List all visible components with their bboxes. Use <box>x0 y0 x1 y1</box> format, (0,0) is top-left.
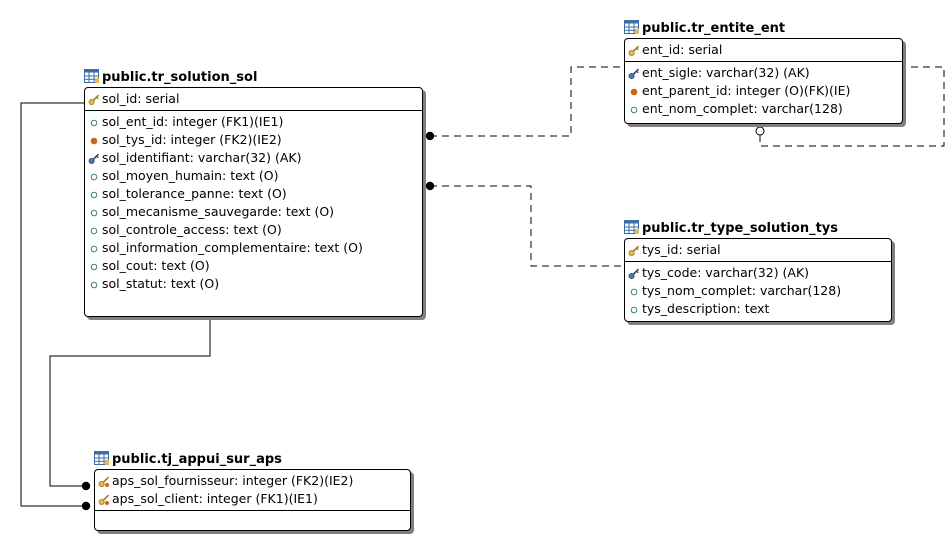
column-row[interactable]: ent_id: serial <box>625 41 902 59</box>
column-row[interactable]: sol_mecanisme_sauvegarde: text (O) <box>85 203 422 221</box>
required-column-icon <box>88 134 100 146</box>
column-row[interactable]: sol_statut: text (O) <box>85 275 422 293</box>
column-row[interactable]: sol_id: serial <box>85 90 422 108</box>
column-label: sol_identifiant: varchar(32) (AK) <box>102 150 302 165</box>
alternate-key-icon <box>88 152 100 164</box>
relation-line-sol-aps-client[interactable] <box>20 102 87 507</box>
entity-title-label: public.tr_type_solution_tys <box>642 221 839 236</box>
nullable-column-icon <box>88 188 100 200</box>
columns-section: sol_ent_id: integer (FK1)(IE1) sol_tys_id… <box>85 111 422 295</box>
foreign-key-icon <box>98 475 110 487</box>
entity-title[interactable]: public.tr_entite_ent <box>624 20 785 38</box>
column-label: sol_controle_access: text (O) <box>102 222 282 237</box>
relation-end-hollow <box>755 126 765 136</box>
table-icon <box>94 451 109 471</box>
columns-section: ent_sigle: varchar(32) (AK) ent_parent_id… <box>625 62 902 120</box>
column-row[interactable]: ent_parent_id: integer (O)(FK)(IE) <box>625 82 902 100</box>
alternate-key-icon <box>628 67 640 79</box>
relation-line-sol-tys[interactable] <box>430 185 624 267</box>
key-icon <box>88 93 100 105</box>
entity-title-label: public.tr_solution_sol <box>102 70 258 85</box>
column-label: sol_mecanisme_sauvegarde: text (O) <box>102 204 335 219</box>
table-icon <box>624 20 639 40</box>
column-label: sol_id: serial <box>102 91 180 106</box>
relation-line-sol-aps-fournisseur[interactable] <box>49 300 211 487</box>
column-row[interactable]: tys_code: varchar(32) (AK) <box>625 264 891 282</box>
column-row[interactable]: tys_nom_complet: varchar(128) <box>625 282 891 300</box>
column-label: sol_tys_id: integer (FK2)(IE2) <box>102 132 282 147</box>
column-row[interactable]: sol_identifiant: varchar(32) (AK) <box>85 149 422 167</box>
column-row[interactable]: aps_sol_fournisseur: integer (FK2)(IE2) <box>95 472 410 490</box>
primary-key-section: aps_sol_fournisseur: integer (FK2)(IE2) a… <box>95 470 410 511</box>
column-row[interactable]: sol_tys_id: integer (FK2)(IE2) <box>85 131 422 149</box>
relation-end-dot <box>425 181 435 191</box>
nullable-column-icon <box>628 285 640 297</box>
column-label: sol_ent_id: integer (FK1)(IE1) <box>102 114 284 129</box>
primary-key-section: ent_id: serial <box>625 39 902 62</box>
column-row[interactable]: sol_tolerance_panne: text (O) <box>85 185 422 203</box>
column-label: sol_moyen_humain: text (O) <box>102 168 279 183</box>
alternate-key-icon <box>628 267 640 279</box>
relation-line-sol-ent[interactable] <box>430 66 626 137</box>
entity-title-label: public.tr_entite_ent <box>642 21 786 36</box>
nullable-column-icon <box>88 242 100 254</box>
relation-end-dot <box>81 501 91 511</box>
column-label: tys_nom_complet: varchar(128) <box>642 283 842 298</box>
column-row[interactable]: sol_controle_access: text (O) <box>85 221 422 239</box>
nullable-column-icon <box>88 260 100 272</box>
column-row[interactable]: ent_nom_complet: varchar(128) <box>625 100 902 118</box>
column-label: sol_information_complementaire: text (O) <box>102 240 363 255</box>
required-column-icon <box>628 85 640 97</box>
relation-end-dot <box>81 481 91 491</box>
entity-box[interactable]: aps_sol_fournisseur: integer (FK2)(IE2) a… <box>94 469 411 531</box>
nullable-column-icon <box>88 224 100 236</box>
column-label: sol_statut: text (O) <box>102 276 220 291</box>
key-icon <box>628 244 640 256</box>
primary-key-section: sol_id: serial <box>85 88 422 111</box>
column-row[interactable]: tys_id: serial <box>625 241 891 259</box>
column-row[interactable]: sol_cout: text (O) <box>85 257 422 275</box>
nullable-column-icon <box>628 103 640 115</box>
relation-end-dot <box>425 131 435 141</box>
table-icon <box>624 220 639 240</box>
entity-box[interactable]: tys_id: serial tys_code: varchar(32) (AK… <box>624 238 892 322</box>
table-icon <box>84 69 99 89</box>
column-label: sol_tolerance_panne: text (O) <box>102 186 287 201</box>
column-row[interactable]: sol_information_complementaire: text (O) <box>85 239 422 257</box>
column-label: ent_sigle: varchar(32) (AK) <box>642 65 810 80</box>
column-label: sol_cout: text (O) <box>102 258 210 273</box>
entity-title[interactable]: public.tr_type_solution_tys <box>624 220 838 238</box>
column-label: ent_parent_id: integer (O)(FK)(IE) <box>642 83 851 98</box>
nullable-column-icon <box>628 303 640 315</box>
columns-section <box>95 511 410 529</box>
foreign-key-icon <box>98 493 110 505</box>
column-label: tys_id: serial <box>642 242 721 257</box>
column-label: aps_sol_fournisseur: integer (FK2)(IE2) <box>112 473 354 488</box>
column-label: tys_description: text <box>642 301 770 316</box>
column-label: tys_code: varchar(32) (AK) <box>642 265 810 280</box>
column-row[interactable]: ent_sigle: varchar(32) (AK) <box>625 64 902 82</box>
column-row[interactable]: sol_ent_id: integer (FK1)(IE1) <box>85 113 422 131</box>
entity-title[interactable]: public.tj_appui_sur_aps <box>94 451 282 469</box>
columns-section: tys_code: varchar(32) (AK) tys_nom_comple… <box>625 262 891 320</box>
column-row[interactable]: sol_moyen_humain: text (O) <box>85 167 422 185</box>
nullable-column-icon <box>88 170 100 182</box>
entity-box[interactable]: ent_id: serial ent_sigle: varchar(32) (A… <box>624 38 903 124</box>
column-row[interactable]: aps_sol_client: integer (FK1)(IE1) <box>95 490 410 508</box>
key-icon <box>628 44 640 56</box>
entity-title-label: public.tj_appui_sur_aps <box>112 452 282 467</box>
entity-title[interactable]: public.tr_solution_sol <box>84 69 257 87</box>
entity-box[interactable]: sol_id: serial sol_ent_id: integer (FK1)… <box>84 87 423 317</box>
column-label: ent_id: serial <box>642 42 723 57</box>
column-label: ent_nom_complet: varchar(128) <box>642 101 843 116</box>
primary-key-section: tys_id: serial <box>625 239 891 262</box>
nullable-column-icon <box>88 116 100 128</box>
nullable-column-icon <box>88 206 100 218</box>
column-row[interactable]: tys_description: text <box>625 300 891 318</box>
relation-line-ent-self[interactable] <box>759 66 945 147</box>
nullable-column-icon <box>88 278 100 290</box>
column-label: aps_sol_client: integer (FK1)(IE1) <box>112 491 318 506</box>
